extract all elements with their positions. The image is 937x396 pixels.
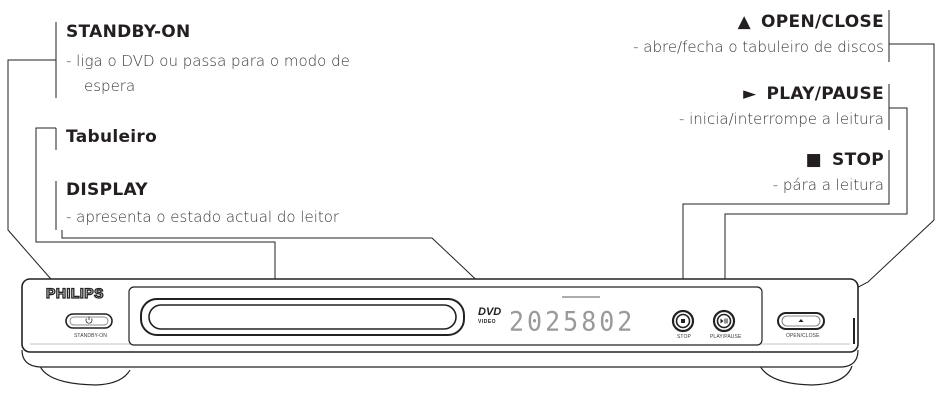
stop-glyph-icon: ■ bbox=[805, 150, 823, 170]
play-pause-desc: - inicia/interrompe a leitura bbox=[678, 110, 884, 128]
stop-title-text: STOP bbox=[832, 150, 884, 170]
standby-on-desc-line-2: espera bbox=[84, 77, 136, 95]
standby-on-button[interactable] bbox=[64, 312, 114, 330]
tray-leader bbox=[35, 127, 276, 302]
eject-icon bbox=[798, 319, 804, 322]
philips-logo: PHILIPS bbox=[45, 284, 104, 301]
play-pause-leader bbox=[724, 107, 908, 314]
display-readout: 2025802 bbox=[509, 306, 636, 337]
stop-leader bbox=[682, 180, 890, 316]
tray-title: Tabuleiro bbox=[66, 127, 158, 147]
standby-on-desc-line-1: - liga o DVD ou passa para o modo de bbox=[66, 52, 350, 70]
open-close-title-text: OPEN/CLOSE bbox=[761, 12, 884, 32]
play-pause-icon bbox=[720, 318, 728, 324]
open-close-button-label: OPEN/CLOSE bbox=[786, 333, 820, 339]
stop-title: ■ STOP bbox=[806, 150, 884, 170]
disc-tray[interactable] bbox=[141, 299, 464, 335]
display-leader bbox=[61, 230, 505, 307]
stop-icon bbox=[681, 319, 685, 323]
open-close-button[interactable] bbox=[776, 311, 826, 331]
standby-button-label: STANDBY-ON bbox=[74, 333, 107, 339]
stop-desc: - pára a leitura bbox=[772, 176, 884, 194]
play-pause-title: ► PLAY/PAUSE bbox=[743, 84, 884, 104]
dvd-player bbox=[21, 278, 859, 386]
play-pause-title-text: PLAY/PAUSE bbox=[766, 84, 884, 104]
eject-glyph-icon: ▲ bbox=[737, 12, 752, 32]
play-pause-button[interactable] bbox=[713, 310, 735, 332]
open-close-title: ▲ OPEN/CLOSE bbox=[738, 12, 884, 32]
play-glyph-icon: ► bbox=[743, 84, 757, 104]
play-pause-button-label: PLAY/PAUSE bbox=[710, 334, 742, 340]
dvd-logo-text: DVD bbox=[478, 306, 502, 318]
display-desc: - apresenta o estado actual do leitor bbox=[66, 208, 340, 226]
standby-on-title: STANDBY-ON bbox=[66, 22, 191, 42]
display-title: DISPLAY bbox=[66, 180, 148, 200]
power-icon bbox=[85, 316, 93, 324]
open-close-desc: - abre/fecha o tabuleiro de discos bbox=[633, 38, 884, 56]
stop-button[interactable] bbox=[672, 310, 694, 332]
dvd-logo-sub: VIDEO bbox=[478, 319, 497, 325]
stop-button-label: STOP bbox=[677, 334, 691, 340]
